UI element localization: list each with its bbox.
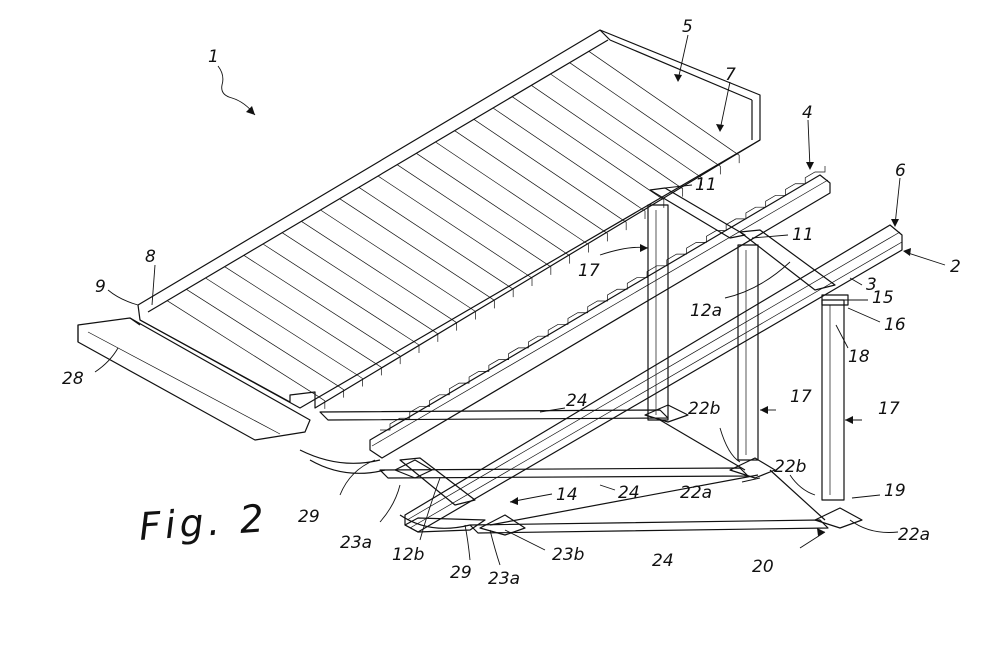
tier-line xyxy=(320,209,470,308)
label-11-mid: 11 xyxy=(792,225,814,245)
tier-line xyxy=(435,141,583,241)
label-17-mid: 17 xyxy=(790,387,812,407)
tier-riser xyxy=(638,206,646,219)
label-7: 7 xyxy=(725,65,736,85)
label-24-mid: 24 xyxy=(618,483,640,503)
label-12b: 12b xyxy=(392,545,424,565)
tier-riser xyxy=(695,173,702,186)
tier-line xyxy=(339,198,489,297)
label-15: 15 xyxy=(872,288,894,308)
label-5: 5 xyxy=(682,17,693,37)
tier-line xyxy=(396,164,546,264)
label-20: 20 xyxy=(752,557,774,577)
label-29-right: 29 xyxy=(450,563,472,583)
tier-line xyxy=(492,107,640,208)
tier-riser xyxy=(732,150,740,164)
tier-riser xyxy=(619,217,627,231)
tier-line xyxy=(224,266,376,364)
label-22b-left: 22b xyxy=(688,399,720,419)
tier-line xyxy=(301,221,451,319)
tier-line xyxy=(281,232,433,331)
tier-riser xyxy=(375,363,382,376)
label-11-top: 11 xyxy=(695,175,717,195)
tier-riser xyxy=(337,385,345,398)
label-23a-left: 23a xyxy=(340,533,372,553)
label-19: 19 xyxy=(884,481,906,501)
label-22a-right: 22a xyxy=(898,525,930,545)
tier-line xyxy=(205,277,357,375)
leader-lines xyxy=(94,34,946,566)
label-17-right: 17 xyxy=(878,399,900,419)
label-9: 9 xyxy=(95,277,106,297)
figure-caption: Fig. 2 xyxy=(138,496,270,549)
label-23b: 23b xyxy=(552,545,584,565)
label-18: 18 xyxy=(848,347,870,367)
tier-line xyxy=(550,73,696,174)
tier-line xyxy=(454,130,602,230)
label-12a: 12a xyxy=(690,301,722,321)
stringer-steps xyxy=(380,166,826,431)
tier-line xyxy=(243,255,395,353)
tier-riser xyxy=(676,184,684,197)
tier-line xyxy=(531,85,677,185)
tier-riser xyxy=(714,162,721,175)
seating-tiers xyxy=(137,29,761,409)
front-platform xyxy=(77,317,311,441)
label-29-left: 29 xyxy=(298,507,320,527)
label-24-lower: 24 xyxy=(652,551,674,571)
tier-riser xyxy=(469,307,476,320)
tier-line xyxy=(186,289,338,386)
tier-riser xyxy=(356,374,363,387)
label-28: 28 xyxy=(62,369,84,389)
label-24-upper: 24 xyxy=(566,391,588,411)
tier-riser xyxy=(393,351,401,365)
tier-riser xyxy=(431,329,439,342)
tier-line xyxy=(377,175,527,275)
label-22b-right: 22b xyxy=(774,457,806,477)
label-23a-right: 23a xyxy=(488,569,520,589)
label-14: 14 xyxy=(556,485,578,505)
tier-line xyxy=(358,187,508,286)
tier-line xyxy=(569,62,715,163)
label-3: 3 xyxy=(866,275,877,295)
tier-line xyxy=(588,51,734,152)
label-16: 16 xyxy=(884,315,906,335)
label-4: 4 xyxy=(802,103,813,123)
tier-line xyxy=(166,300,320,398)
tier-riser xyxy=(318,396,326,409)
stepped-stringer xyxy=(380,166,826,431)
reference-labels: 1 5 7 4 6 11 11 2 3 15 16 18 17 12a 8 9 … xyxy=(62,17,961,589)
label-22a-left: 22a xyxy=(680,483,712,503)
label-2: 2 xyxy=(950,257,961,277)
label-1: 1 xyxy=(208,47,219,67)
tier-line xyxy=(416,153,564,252)
tier-line xyxy=(473,119,621,219)
label-6: 6 xyxy=(895,161,906,181)
columns xyxy=(647,204,849,501)
tier-line xyxy=(262,243,414,342)
cross-members xyxy=(399,187,836,506)
label-17-left: 17 xyxy=(578,261,600,281)
tier-line xyxy=(511,96,659,197)
tier-riser xyxy=(412,340,420,353)
tier-riser xyxy=(450,318,458,331)
arrow-heads xyxy=(246,74,911,536)
label-8: 8 xyxy=(145,247,156,267)
